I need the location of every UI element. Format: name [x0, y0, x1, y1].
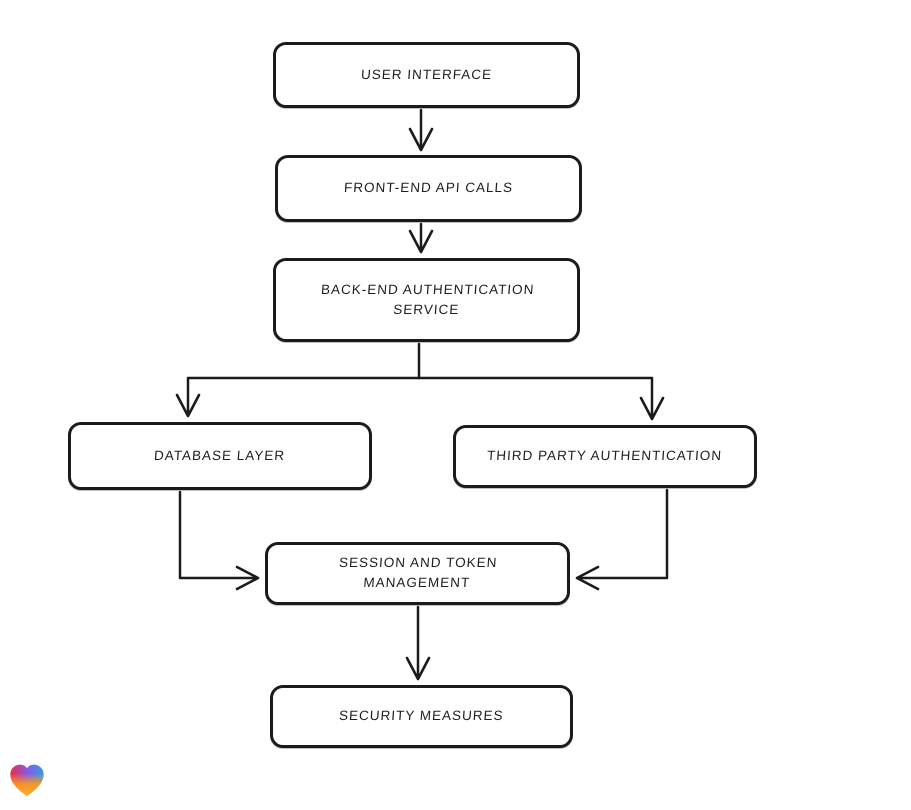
node-back-end-authentication-service-label: BACK-END AUTHENTICATION SERVICE: [320, 281, 535, 317]
edge-thirdparty-to-session: [575, 488, 669, 591]
node-session-and-token-management[interactable]: SESSION AND TOKEN MANAGEMENT: [265, 542, 570, 605]
gradient-heart-logo[interactable]: [8, 761, 46, 799]
node-front-end-api-calls-label: FRONT-END API CALLS: [343, 180, 514, 196]
edge-backend-to-thirdparty: [417, 376, 665, 421]
node-security-measures-label: SECURITY MEASURES: [338, 708, 505, 724]
node-third-party-authentication-label: THIRD PARTY AUTHENTICATION: [487, 448, 724, 464]
edge-backend-to-database: [175, 376, 421, 418]
node-user-interface-label: USER INTERFACE: [360, 66, 493, 82]
node-session-and-token-management-label: SESSION AND TOKEN MANAGEMENT: [338, 555, 498, 591]
node-database-layer[interactable]: DATABASE LAYER: [68, 422, 372, 490]
node-front-end-api-calls[interactable]: FRONT-END API CALLS: [275, 155, 582, 222]
edge-database-to-session: [178, 490, 260, 591]
node-security-measures[interactable]: SECURITY MEASURES: [270, 685, 573, 748]
node-back-end-authentication-service[interactable]: BACK-END AUTHENTICATION SERVICE: [273, 258, 580, 342]
node-user-interface[interactable]: USER INTERFACE: [273, 42, 580, 108]
node-third-party-authentication[interactable]: THIRD PARTY AUTHENTICATION: [453, 425, 757, 488]
node-database-layer-label: DATABASE LAYER: [153, 447, 287, 463]
